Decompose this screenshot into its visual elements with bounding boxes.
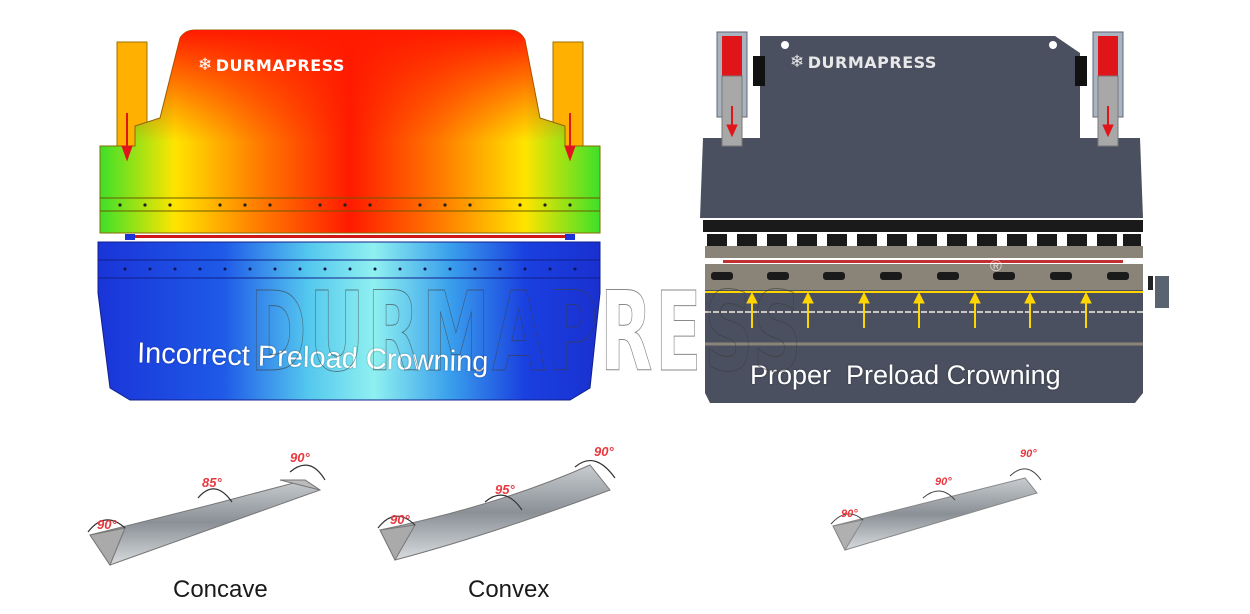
angle-right: 90° [594, 444, 614, 459]
angle-right: 90° [290, 450, 310, 465]
down-arrow-icon [726, 106, 1114, 138]
gear-logo-icon: ❄ [198, 55, 213, 75]
gear-logo-icon: ❄ [790, 52, 805, 72]
angle-middle: 95° [495, 482, 515, 497]
angle-left: 90° [841, 508, 858, 520]
up-arrow-icon [746, 291, 1092, 328]
proper-crowning-panel: ❄ DURMAPRESS Proper Preload Crowning [695, 28, 1175, 408]
press-brake-illustration [700, 31, 1169, 403]
concave-label: Concave [173, 576, 268, 603]
angle-middle: 90° [935, 476, 952, 488]
convex-profile-icon [377, 459, 616, 562]
registered-mark: ® [990, 258, 1002, 275]
convex-label: Convex [468, 576, 550, 603]
angle-left: 90° [390, 512, 410, 527]
durmapress-logo: ❄ DURMAPRESS [790, 52, 937, 72]
concave-bend-shape: 90° 85° 90° [80, 440, 340, 570]
incorrect-crowning-panel: ❄ DURMAPRESS Incorrect Preload Crowning [95, 28, 605, 403]
concave-profile-icon [87, 464, 326, 567]
press-brake-stress-heatmap [97, 29, 601, 401]
straight-profile-icon [830, 468, 1042, 552]
durmapress-watermark: DURMAPRESS [250, 268, 805, 397]
straight-bend-shape: 90° 90° 90° [825, 448, 1055, 558]
durmapress-logo: ❄ DURMAPRESS [198, 55, 345, 75]
convex-bend-shape: 90° 95° 90° [370, 440, 630, 570]
angle-left: 90° [97, 517, 117, 532]
angle-right: 90° [1020, 448, 1037, 460]
proper-crowning-caption: Proper Preload Crowning [750, 360, 1061, 390]
down-arrow-icon [121, 113, 576, 162]
angle-middle: 85° [202, 475, 222, 490]
